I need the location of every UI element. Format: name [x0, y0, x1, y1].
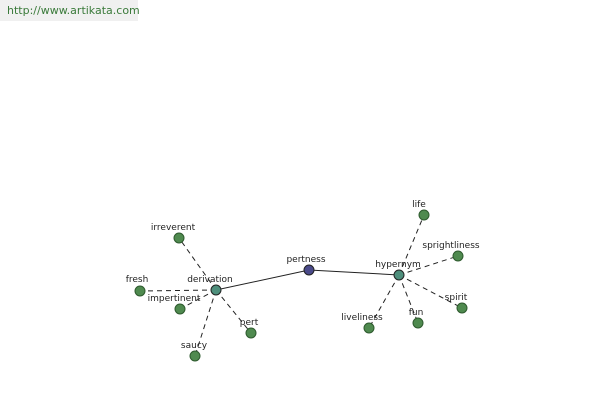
- node-pert[interactable]: [245, 327, 257, 339]
- edge-pertness-hypernym: [308, 269, 400, 276]
- edge-derivation-fresh: [139, 289, 217, 292]
- label-life: life: [412, 200, 426, 210]
- node-irreverent[interactable]: [173, 232, 185, 244]
- node-liveliness[interactable]: [363, 322, 375, 334]
- edge-derivation-impertinent: [179, 289, 217, 310]
- node-fun[interactable]: [412, 317, 424, 329]
- node-spirit[interactable]: [456, 302, 468, 314]
- graph-edges: [139, 214, 463, 357]
- node-pertness[interactable]: [303, 264, 315, 276]
- edge-derivation-irreverent: [178, 237, 217, 291]
- label-pert: pert: [240, 318, 259, 328]
- label-pertness: pertness: [286, 255, 325, 265]
- edge-derivation-pert: [215, 289, 252, 334]
- label-derivation: derivation: [187, 275, 233, 285]
- node-sprightliness[interactable]: [452, 250, 464, 262]
- edge-derivation-saucy: [194, 289, 217, 357]
- edge-hypernym-life: [398, 214, 425, 276]
- node-life[interactable]: [418, 209, 430, 221]
- edge-hypernym-spirit: [398, 274, 463, 309]
- node-derivation[interactable]: [210, 284, 222, 296]
- label-fresh: fresh: [126, 275, 149, 285]
- node-impertinent[interactable]: [174, 303, 186, 315]
- label-irreverent: irreverent: [151, 223, 196, 233]
- edge-hypernym-sprightliness: [398, 255, 459, 276]
- node-hypernym[interactable]: [393, 269, 405, 281]
- edge-hypernym-liveliness: [368, 274, 400, 329]
- label-saucy: saucy: [181, 341, 208, 351]
- label-sprightliness: sprightliness: [422, 241, 479, 251]
- label-fun: fun: [409, 308, 424, 318]
- edge-derivation-pertness: [215, 269, 310, 291]
- node-fresh[interactable]: [134, 285, 146, 297]
- node-saucy[interactable]: [189, 350, 201, 362]
- source-url[interactable]: http://www.artikata.com: [0, 0, 140, 21]
- label-hypernym: hypernym: [375, 260, 421, 270]
- graph-nodes: pertness derivation hypernym irreverent …: [126, 200, 480, 362]
- label-impertinent: impertinent: [148, 294, 201, 304]
- label-spirit: spirit: [445, 293, 468, 303]
- label-liveliness: liveliness: [341, 313, 383, 323]
